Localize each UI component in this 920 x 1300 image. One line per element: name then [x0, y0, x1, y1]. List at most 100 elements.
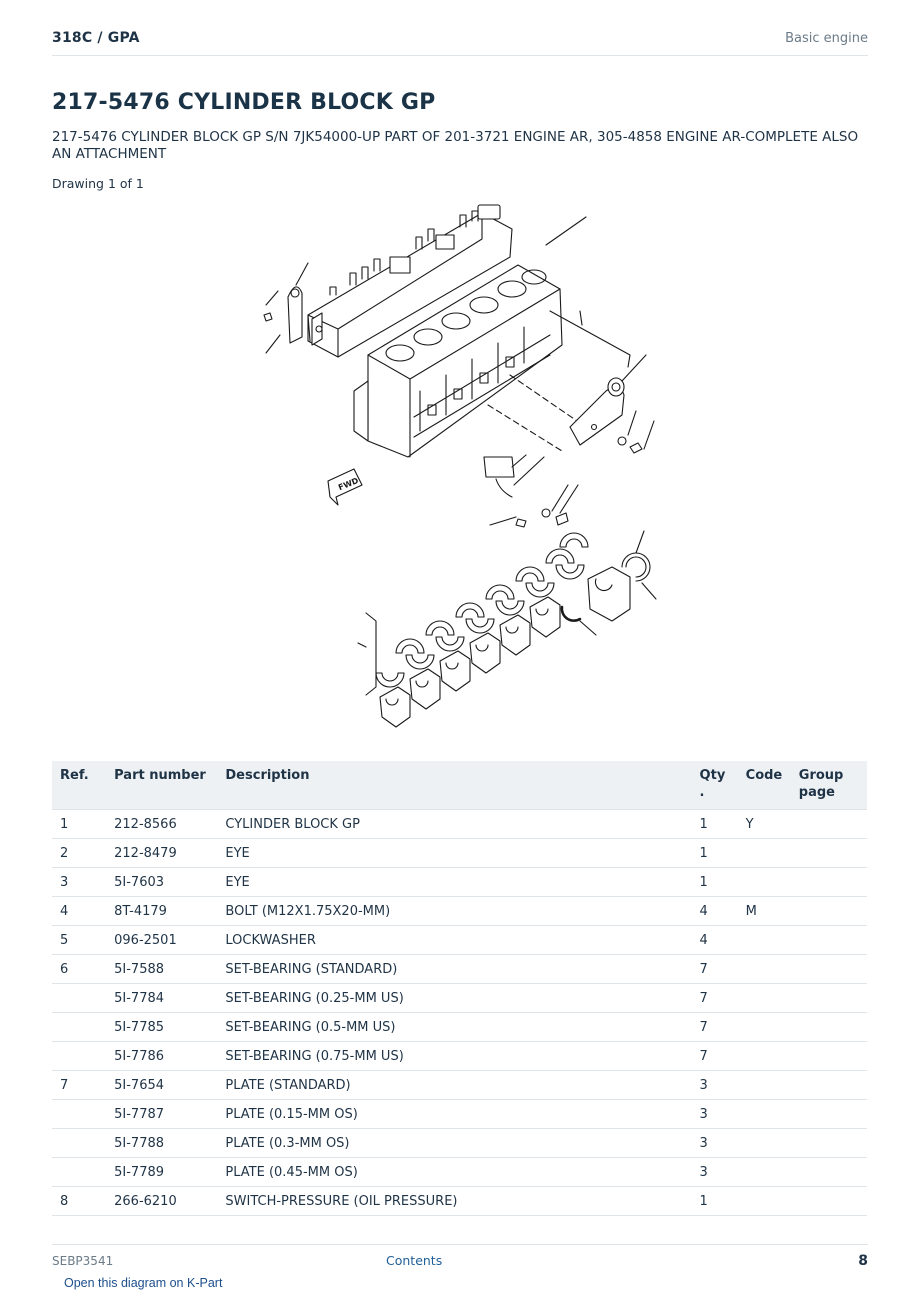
cell-code — [737, 1099, 791, 1129]
cell-qty: 7 — [691, 983, 738, 1013]
cell-qty: 3 — [691, 1099, 738, 1129]
cell-description: PLATE (0.15-MM OS) — [217, 1099, 692, 1129]
cell-group-page — [790, 838, 867, 868]
cell-code — [737, 1041, 791, 1071]
cell-description: SWITCH-PRESSURE (OIL PRESSURE) — [217, 1186, 692, 1216]
cylinder-head-manifold — [307, 204, 513, 358]
cell-ref: 5 — [52, 925, 107, 955]
cell-group-page — [790, 1070, 867, 1100]
cell-part-number: 5I-7603 — [106, 867, 218, 897]
cell-ref: 3 — [52, 867, 107, 897]
cell-description: CYLINDER BLOCK GP — [217, 809, 692, 839]
cell-ref: 6 — [52, 954, 107, 984]
cell-qty: 3 — [691, 1070, 738, 1100]
cell-ref: 2 — [52, 838, 107, 868]
cell-part-number: 8T-4179 — [106, 896, 218, 926]
cell-code — [737, 954, 791, 984]
cell-part-number: 5I-7787 — [106, 1099, 218, 1129]
cell-description: SET-BEARING (STANDARD) — [217, 954, 692, 984]
cell-ref: 1 — [52, 809, 107, 839]
cell-description: SET-BEARING (0.25-MM US) — [217, 983, 692, 1013]
cell-group-page — [790, 1186, 867, 1216]
cell-description: EYE — [217, 838, 692, 868]
open-kpart-link[interactable]: Open this diagram on K-Part — [64, 1276, 223, 1290]
cell-qty: 1 — [691, 867, 738, 897]
page-title: 217-5476 CYLINDER BLOCK GP — [52, 90, 436, 115]
cell-description: SET-BEARING (0.75-MM US) — [217, 1041, 692, 1071]
cell-description: PLATE (STANDARD) — [217, 1070, 692, 1100]
cell-qty: 7 — [691, 1041, 738, 1071]
cell-qty: 3 — [691, 1157, 738, 1187]
cell-qty: 4 — [691, 925, 738, 955]
cell-part-number: 266-6210 — [106, 1186, 218, 1216]
cell-qty: 3 — [691, 1128, 738, 1158]
cell-ref — [52, 1041, 107, 1071]
group-description: 217-5476 CYLINDER BLOCK GP S/N 7JK54000-… — [52, 129, 859, 162]
cell-qty: 7 — [691, 1012, 738, 1042]
cylinder-block — [353, 216, 631, 458]
parts-table-header: Ref. Part number Description Qty . Code … — [52, 761, 867, 810]
lifting-eye-right — [569, 354, 655, 454]
header-part-number: Part number — [106, 761, 218, 810]
cell-part-number: 5I-7784 — [106, 983, 218, 1013]
cell-ref: 8 — [52, 1186, 107, 1216]
cell-qty: 1 — [691, 838, 738, 868]
header-ref: Ref. — [52, 761, 107, 810]
header-description: Description — [217, 761, 692, 810]
cell-group-page — [790, 1099, 867, 1129]
cell-code: M — [737, 896, 791, 926]
drawing-counter: Drawing 1 of 1 — [52, 176, 144, 191]
contents-link[interactable]: Contents — [386, 1253, 443, 1268]
cell-part-number: 5I-7788 — [106, 1128, 218, 1158]
cell-description: BOLT (M12X1.75X20-MM) — [217, 896, 692, 926]
cell-code — [737, 1012, 791, 1042]
cell-group-page — [790, 867, 867, 897]
cell-ref — [52, 1099, 107, 1129]
cell-description: SET-BEARING (0.5-MM US) — [217, 1012, 692, 1042]
document-id: SEBP3541 — [52, 1254, 114, 1268]
cell-qty: 7 — [691, 954, 738, 984]
header-group-page: Group page — [790, 761, 867, 810]
cell-code — [737, 1186, 791, 1216]
cell-qty: 4 — [691, 896, 738, 926]
cell-group-page — [790, 1157, 867, 1187]
parts-table: Ref. Part number Description Qty . Code … — [52, 761, 867, 1216]
cell-ref: 4 — [52, 896, 107, 926]
cell-ref — [52, 983, 107, 1013]
cell-group-page — [790, 1041, 867, 1071]
cell-part-number: 212-8479 — [106, 838, 218, 868]
cell-group-page — [790, 983, 867, 1013]
cell-description: PLATE (0.45-MM OS) — [217, 1157, 692, 1187]
cell-code — [737, 867, 791, 897]
cell-description: EYE — [217, 867, 692, 897]
cell-code — [737, 983, 791, 1013]
cell-group-page — [790, 1128, 867, 1158]
cell-part-number: 5I-7588 — [106, 954, 218, 984]
cell-code — [737, 1070, 791, 1100]
thrust-plates — [560, 530, 657, 636]
cell-group-page — [790, 1012, 867, 1042]
fwd-arrow: FWD — [327, 468, 363, 506]
cell-group-page — [790, 925, 867, 955]
cell-description: LOCKWASHER — [217, 925, 692, 955]
model-breadcrumb: 318C / GPA — [52, 30, 140, 46]
cell-code — [737, 1157, 791, 1187]
cell-ref — [52, 1012, 107, 1042]
cell-code — [737, 838, 791, 868]
cell-ref — [52, 1128, 107, 1158]
cell-group-page — [790, 809, 867, 839]
cell-part-number: 5I-7654 — [106, 1070, 218, 1100]
cell-ref — [52, 1157, 107, 1187]
main-bearing-shells — [375, 532, 589, 688]
